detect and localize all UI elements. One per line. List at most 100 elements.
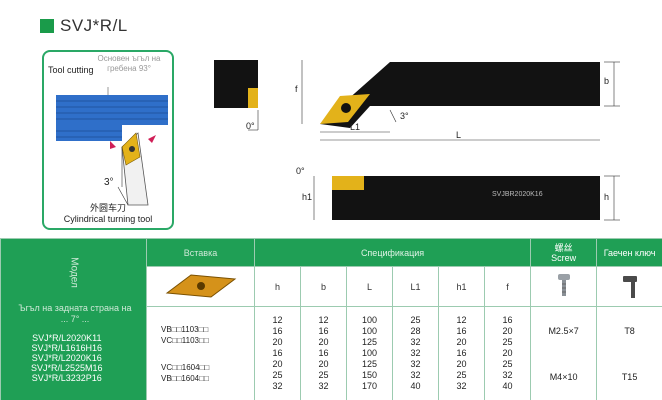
table-cell: 32 bbox=[456, 381, 467, 391]
screw-values: M2.5×7 M4×10 bbox=[530, 306, 598, 400]
key-2: T15 bbox=[621, 371, 638, 382]
feed-arrow-icon bbox=[110, 141, 116, 149]
caption-cn: 外圆车刀 bbox=[89, 203, 126, 213]
table-cell: 32 bbox=[318, 381, 329, 391]
cylindrical-turning-illustration: 3° bbox=[56, 87, 168, 206]
table-cell: 20 bbox=[502, 348, 513, 358]
dim-L1: L1 bbox=[350, 122, 360, 132]
model-item: SVJ*R/L1616H16 bbox=[31, 343, 103, 353]
table-cell: 125 bbox=[361, 359, 378, 369]
table-cell: 40 bbox=[410, 381, 421, 391]
table-cell: 25 bbox=[502, 337, 513, 347]
title-marker bbox=[40, 19, 54, 33]
key-values: T8 T15 bbox=[596, 306, 662, 400]
table-cell: 32 bbox=[410, 337, 421, 347]
tool-illustration-panel: Tool cutting Основен ъгъл на гребена 93°… bbox=[42, 50, 174, 230]
dim-L: L bbox=[456, 130, 461, 140]
model-item: SVJ*R/L2020K11 bbox=[32, 333, 102, 343]
table-cell: 32 bbox=[410, 370, 421, 380]
model-overlay-text: Ъгъл на задната страна на ... 7° ... bbox=[18, 303, 132, 324]
insert-code: VC□□1103□□ bbox=[161, 335, 209, 345]
top-view-screw bbox=[341, 103, 351, 113]
key-image-cell bbox=[596, 266, 662, 307]
screw-header-cn: 螺丝 bbox=[554, 242, 573, 253]
dim-3deg: 3° bbox=[400, 111, 409, 121]
key-header: Гаечен ключ bbox=[596, 238, 662, 267]
table-cell: 32 bbox=[272, 381, 283, 391]
table-cell: 20 bbox=[502, 326, 513, 336]
insert-image-cell bbox=[146, 266, 255, 307]
table-cell: 16 bbox=[502, 315, 513, 325]
table-cell: 16 bbox=[318, 326, 329, 336]
screw-header-en: Screw bbox=[551, 252, 577, 263]
side-view-insert bbox=[332, 176, 364, 190]
table-cell: 28 bbox=[410, 326, 421, 336]
table-cell: 20 bbox=[456, 337, 467, 347]
screw-icon bbox=[557, 273, 570, 296]
spec-header: Спецификация bbox=[253, 238, 532, 267]
tool-angle-label: 3° bbox=[104, 177, 114, 188]
col-f: f bbox=[483, 266, 532, 307]
model-item: SVJ*R/L2020K16 bbox=[31, 353, 102, 363]
page-title: SVJ*R/L bbox=[40, 16, 128, 36]
table-cell: 32 bbox=[410, 348, 421, 358]
table-cell: 125 bbox=[361, 337, 378, 347]
tool-cutting-label: Tool cutting bbox=[48, 65, 94, 75]
table-cell: 20 bbox=[318, 359, 329, 369]
side-view-angle: 0° bbox=[296, 166, 305, 176]
insert-code: VB□□1103□□ bbox=[161, 324, 209, 334]
model-list: SVJ*R/L2020K11 SVJ*R/L1616H16 SVJ*R/L202… bbox=[31, 333, 103, 383]
table-cell: 16 bbox=[456, 348, 467, 358]
table-cell: 25 bbox=[272, 370, 283, 380]
table-cell: 100 bbox=[361, 348, 378, 358]
shank-marking: SVJBR2020K16 bbox=[492, 191, 543, 198]
model-item: SVJ*R/L3232P16 bbox=[31, 373, 102, 383]
table-cell: 40 bbox=[502, 381, 513, 391]
col-h: h bbox=[254, 266, 301, 307]
insert-code: VC□□1604□□ bbox=[161, 362, 210, 372]
side-view-shank bbox=[332, 176, 600, 220]
workpiece-top bbox=[56, 95, 168, 125]
table-cell: 20 bbox=[272, 359, 283, 369]
table-cell: 20 bbox=[318, 337, 329, 347]
col-L: L bbox=[346, 266, 393, 307]
angle-overlay-text: Основен ъгъл на гребена 93° bbox=[97, 54, 161, 73]
insert-codes-cell: VB□□1103□□ VC□□1103□□ VC□□1604□□ VB□□160… bbox=[146, 306, 255, 400]
table-cell: 16 bbox=[318, 348, 329, 358]
wrench-icon bbox=[622, 275, 637, 298]
technical-drawing: 0° f b L1 L 3° SVJBR2020K16 h1 h 0° bbox=[214, 60, 620, 221]
table-cell: 12 bbox=[318, 315, 329, 325]
table-cell: 100 bbox=[361, 315, 378, 325]
table-cell: 32 bbox=[502, 370, 513, 380]
model-column: Модел Ъгъл на задната страна на ... 7° .… bbox=[0, 238, 147, 400]
table-cell: 12 bbox=[272, 315, 283, 325]
caption-en: Cylindrical turning tool bbox=[63, 214, 153, 224]
insert-code: VB□□1604□□ bbox=[161, 373, 209, 383]
tool-caption: 外圆车刀 Cylindrical turning tool bbox=[44, 203, 172, 225]
table-cell: 100 bbox=[361, 326, 378, 336]
dim-h1: h1 bbox=[302, 192, 312, 202]
end-view-insert bbox=[248, 88, 258, 108]
screw-image-cell bbox=[530, 266, 598, 307]
top-view-shank bbox=[320, 62, 600, 128]
insert-header: Вставка bbox=[146, 238, 255, 267]
workpiece-step bbox=[56, 125, 122, 141]
dim-h: h bbox=[604, 192, 609, 202]
table-cell: 25 bbox=[502, 359, 513, 369]
dim-f: f bbox=[295, 84, 298, 94]
insert-screw bbox=[129, 146, 135, 152]
model-item: SVJ*R/L2525M16 bbox=[31, 363, 103, 373]
dim-b: b bbox=[604, 76, 609, 86]
model-header: Модел bbox=[68, 257, 79, 288]
col-L1: L1 bbox=[392, 266, 439, 307]
insert-code-group-2: VC□□1604□□ VB□□1604□□ bbox=[147, 362, 254, 384]
table-cell: 16 bbox=[272, 326, 283, 336]
screw-1: M2.5×7 bbox=[548, 325, 579, 336]
insert-code-group-1: VB□□1103□□ VC□□1103□□ bbox=[147, 324, 254, 346]
table-cell: 20 bbox=[272, 337, 283, 347]
col-h1: h1 bbox=[438, 266, 485, 307]
